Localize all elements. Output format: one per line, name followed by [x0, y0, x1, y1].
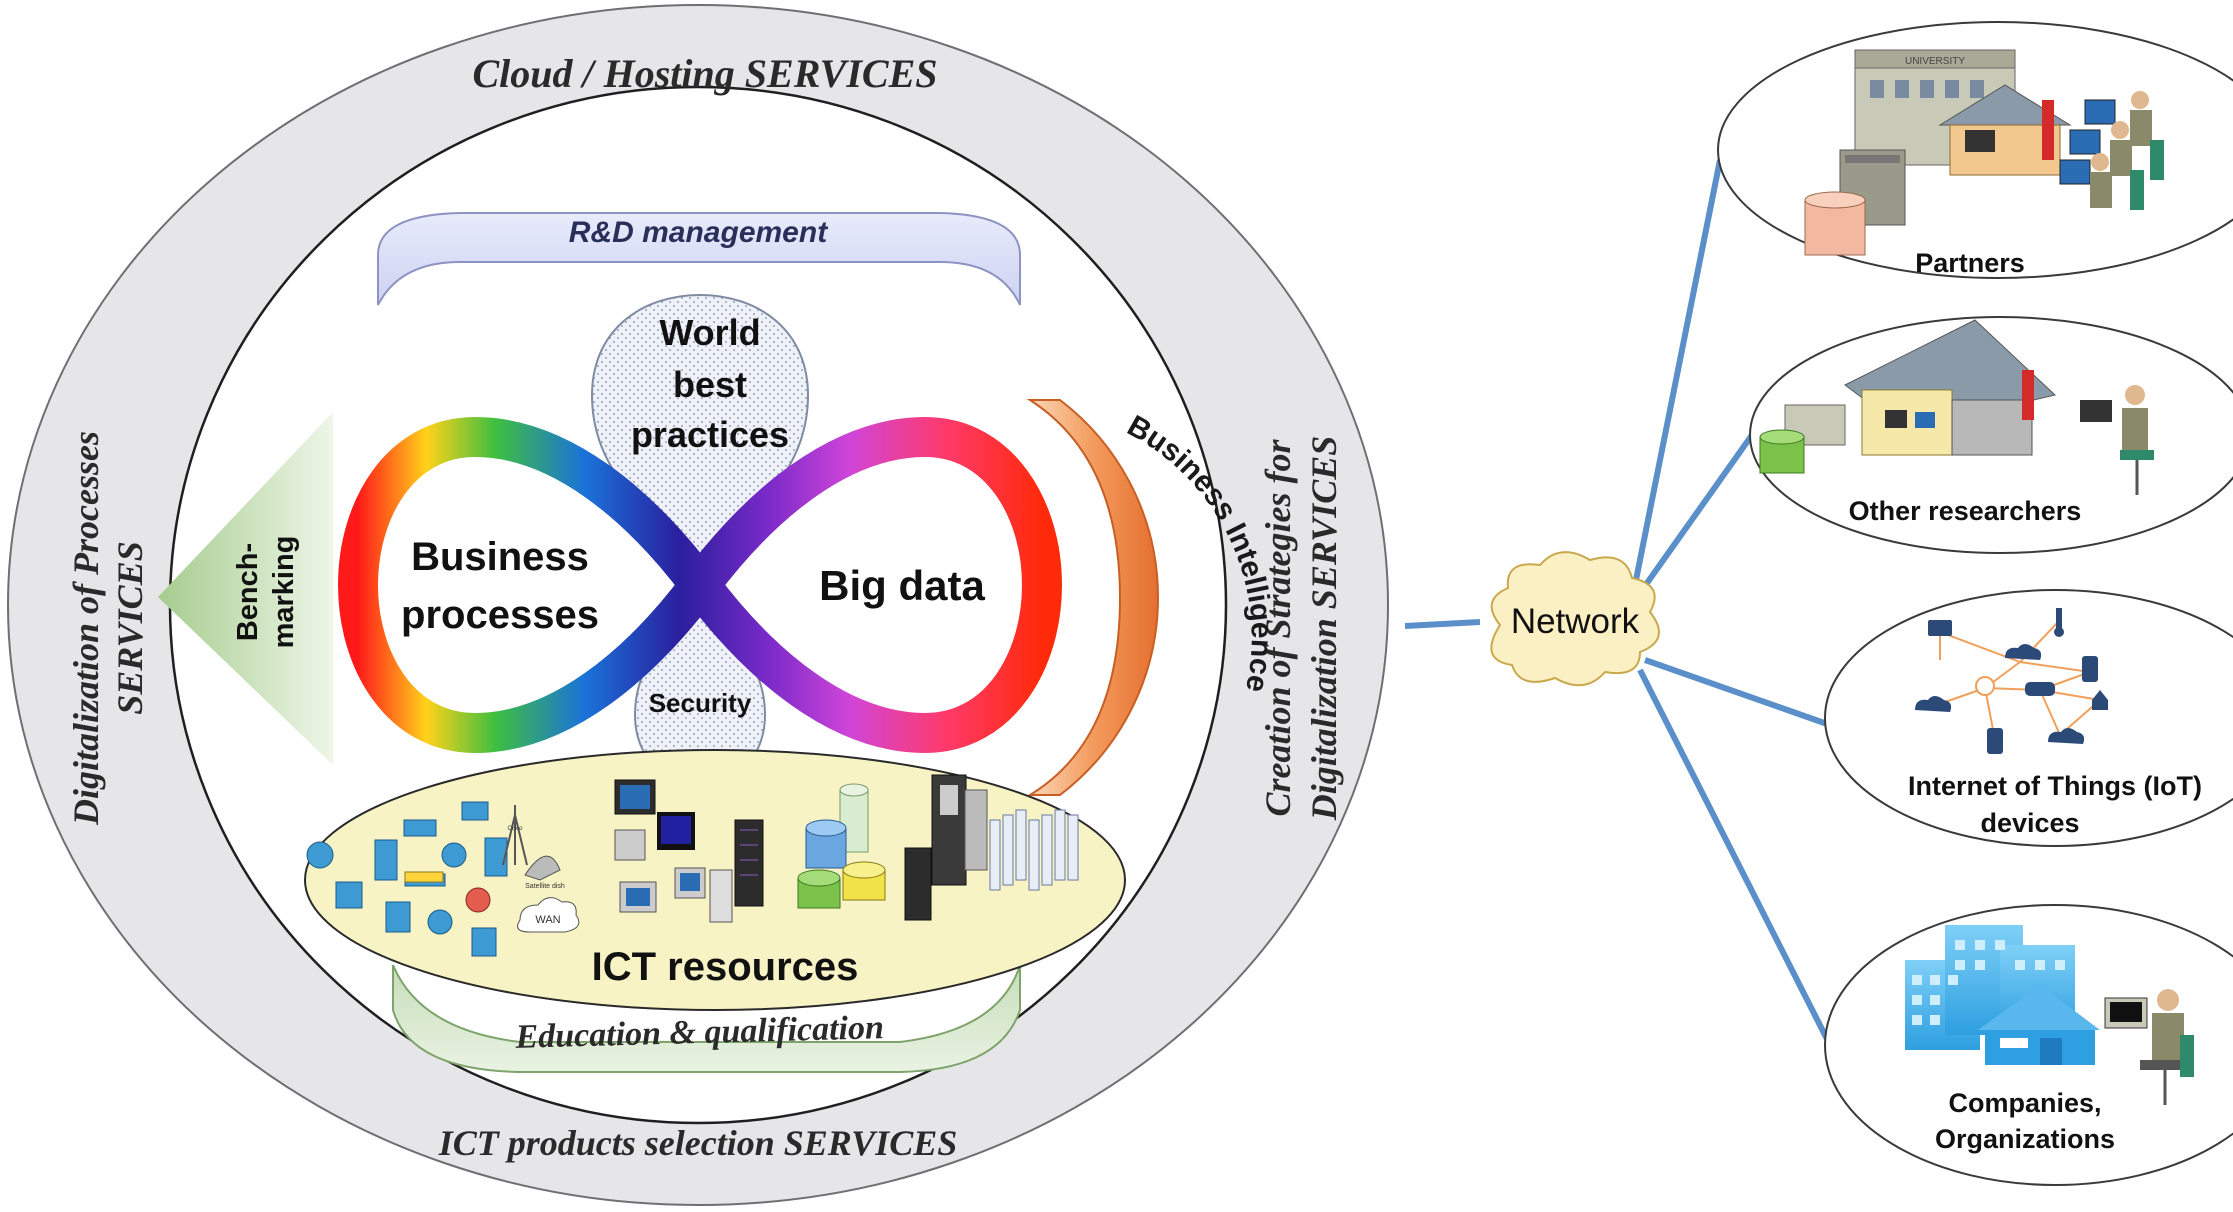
ict-resources-label: ICT resources	[592, 945, 859, 989]
infinity-loop	[338, 417, 1062, 753]
big-data-label: Big data	[819, 562, 985, 609]
strategies-right-line2: Digitalization SERVICES	[1304, 436, 1344, 822]
benchmarking-line2: marking	[268, 536, 300, 649]
network-equipment-icons: Satellite dish Cisco WAN	[306, 801, 580, 957]
companies-organizations-node	[1824, 904, 2233, 1186]
companies-label-line2: Organizations	[1935, 1124, 2115, 1154]
benchmarking-triangle	[158, 412, 333, 765]
iot-label-line2: devices	[1980, 808, 2079, 838]
world-best-practices-drop	[590, 293, 810, 557]
network-label: Network	[1511, 602, 1640, 641]
iot-devices-node	[1824, 589, 2233, 847]
partners-label: Partners	[1915, 248, 2025, 278]
security-label: Security	[649, 688, 752, 718]
digitalization-left-line1: Digitalization of Processes	[66, 431, 106, 826]
world-best-practices-line2: best	[673, 364, 747, 405]
workstation-icons	[614, 779, 764, 923]
benchmarking-label: Bench- marking	[232, 536, 300, 649]
digitalization-of-processes-services-label: Digitalization of Processes SERVICES	[66, 431, 150, 826]
database-icons	[797, 783, 886, 909]
iot-label-line1: Internet of Things (IoT)	[1908, 771, 2202, 801]
university-sign: UNIVERSITY	[1905, 56, 1965, 67]
rd-management-label: R&D management	[569, 216, 829, 249]
partners-node: UNIVERSITY	[1717, 21, 2233, 279]
world-best-practices-line1: World	[659, 312, 760, 353]
cloud-hosting-services-label: Cloud / Hosting SERVICES	[472, 51, 937, 96]
other-researchers-label: Other researchers	[1849, 496, 2082, 526]
strategies-right-line1: Creation of Strategies for	[1258, 439, 1298, 817]
digitalization-left-line2: SERVICES	[110, 541, 150, 714]
benchmarking-line1: Bench-	[232, 543, 264, 641]
wan-caption: WAN	[535, 914, 560, 926]
education-qualification-band	[392, 964, 1021, 1073]
ict-products-selection-services-label: ICT products selection SERVICES	[438, 1123, 957, 1163]
network-connectors	[1404, 159, 1833, 1047]
world-best-practices-line3: practices	[631, 414, 789, 455]
business-processes-line2: processes	[401, 593, 599, 637]
business-intelligence-arc	[1026, 399, 1159, 796]
server-icons	[904, 774, 1079, 921]
network-cloud	[1490, 551, 1660, 687]
creation-of-strategies-services-label: Creation of Strategies for Digitalizatio…	[1258, 436, 1344, 822]
rd-management-band	[377, 212, 1021, 306]
business-processes-line1: Business	[411, 535, 589, 579]
cisco-caption: Cisco	[507, 826, 523, 832]
companies-label-line1: Companies,	[1948, 1088, 2101, 1118]
satellite-dish-caption: Satellite dish	[525, 883, 565, 890]
other-researchers-node	[1749, 316, 2233, 554]
